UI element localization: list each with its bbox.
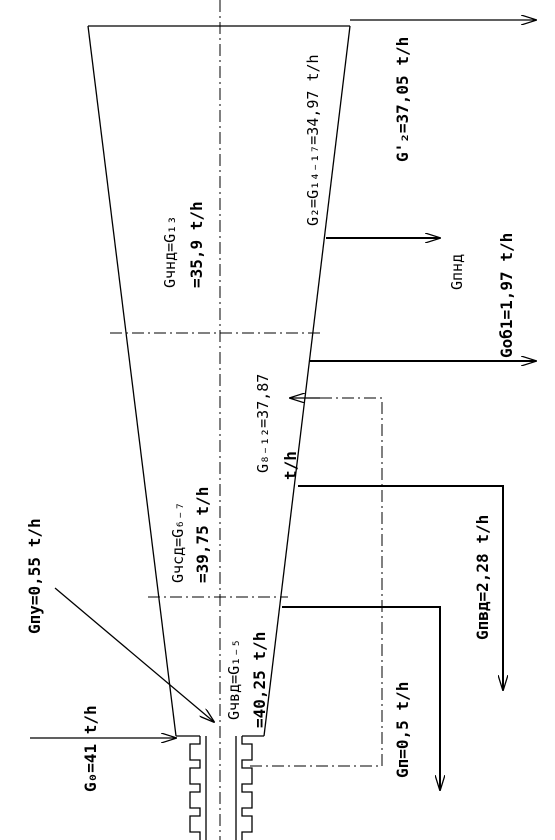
hp-heater-extraction-line — [298, 485, 503, 690]
label-gchvd-val: =40,25 t/h — [250, 632, 269, 728]
label-g8-12-unit: t/h — [281, 451, 300, 480]
label-gchsd-val: =39,75 t/h — [193, 487, 212, 583]
label-gchnd-val: =35,9 t/h — [187, 201, 206, 288]
label-g8-12: G₈₋₁₂=37,87 — [254, 374, 272, 473]
label-g2-prime: G'₂=37,05 t/h — [393, 37, 412, 162]
turbine-casing — [87, 25, 351, 737]
label-gpnd: Gпнд — [448, 254, 466, 290]
label-gchnd: Gчнд=G₁₃ — [161, 216, 179, 288]
label-gpvd: Gпвд=2,28 t/h — [473, 515, 492, 640]
label-gchsd: Gчсд=G₆₋₇ — [169, 502, 187, 583]
label-g2: G₂=G₁₄₋₁₇=34,97 t/h — [304, 54, 322, 226]
gpu-leader-arrow — [54, 587, 214, 722]
gp-extraction-line — [282, 606, 440, 790]
label-gpu: Gпу=0,55 t/h — [25, 518, 44, 634]
label-g0: G₀=41 t/h — [81, 705, 100, 792]
label-gchvd: Gчвд=G₁₋₅ — [225, 639, 243, 720]
shaft-seal-right — [235, 736, 253, 840]
label-gp: Gп=0,5 t/h — [393, 682, 412, 778]
recirculation-loop — [250, 397, 383, 767]
shaft-seal-left — [189, 736, 207, 840]
label-gob1: Gоб1=1,97 t/h — [497, 233, 516, 358]
